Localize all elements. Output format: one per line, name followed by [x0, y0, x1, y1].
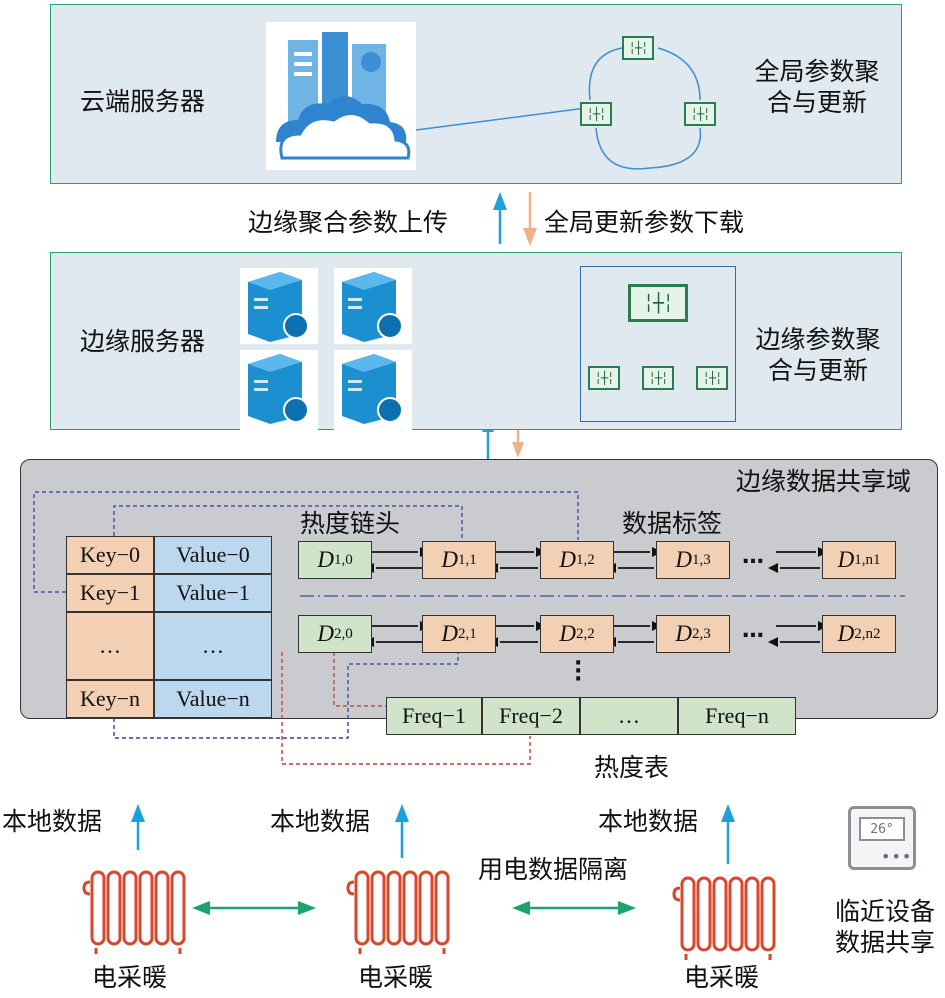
edge-server-title: 边缘服务器 — [80, 327, 206, 356]
heater-label-2: 电采暖 — [358, 963, 434, 992]
chain1-ellipsis: … — [742, 544, 764, 569]
edge-server-icon-1 — [240, 268, 318, 344]
global-aggregation-label: 全局参数聚 合与更新 — [742, 56, 892, 119]
chain2-node-0-sub: 2,0 — [333, 625, 353, 642]
global-aggregation-line2: 合与更新 — [766, 88, 867, 118]
chain2-node-1-sub: 2,1 — [457, 625, 477, 642]
edge-server-panel — [50, 252, 902, 430]
chain2-node-0-base: D — [317, 621, 334, 646]
data-tag-label: 数据标签 — [622, 509, 723, 538]
chain-head-label: 热度链头 — [300, 509, 401, 538]
edge-param-icon-main: ╎┼╎ — [628, 284, 688, 322]
edge-server-icon-4 — [334, 350, 412, 430]
freq-cell-1: Freq−1 — [386, 697, 482, 735]
global-param-icon-top: ╎┼╎ — [622, 36, 654, 60]
chain1-node-n-sub: 1,n1 — [854, 551, 881, 568]
edge-param-icon-1: ╎┼╎ — [588, 366, 620, 390]
kv-key-1: Key−1 — [66, 574, 154, 612]
freq-cell-n: Freq−n — [678, 697, 796, 735]
heater-icon-1 — [82, 862, 188, 958]
local-data-label-2: 本地数据 — [270, 807, 371, 836]
chain2-node-3-base: D — [675, 621, 692, 646]
kv-value-0: Value−0 — [154, 536, 272, 574]
chain1-node-n-base: D — [837, 547, 855, 572]
neighbor-sharing-line1: 临近设备 — [834, 897, 935, 926]
upload-label: 边缘聚合参数上传 — [248, 208, 449, 237]
global-param-icon-right: ╎┼╎ — [684, 102, 716, 126]
vertical-ellipsis: ··· — [574, 651, 583, 692]
kv-key-ellipsis: … — [66, 612, 154, 680]
kv-value-1: Value−1 — [154, 574, 272, 612]
edge-aggregation-label: 边缘参数聚 合与更新 — [738, 324, 898, 387]
chain1-node-1-base: D — [441, 547, 458, 572]
heater-label-1: 电采暖 — [92, 963, 168, 992]
global-aggregation-line1: 全局参数聚 — [754, 57, 880, 86]
chain2-node-n-sub: 2,n2 — [854, 625, 881, 642]
chain2-ellipsis: … — [742, 618, 764, 643]
chain1-node-0-base: D — [317, 547, 334, 572]
local-data-label-3: 本地数据 — [598, 807, 699, 836]
chain1-node-3-sub: 1,3 — [691, 551, 711, 568]
edge-server-icon-3 — [240, 350, 318, 430]
edge-aggregation-line1: 边缘参数聚 — [755, 325, 881, 354]
chain1-node-2-base: D — [559, 547, 576, 572]
chain2-node-2-base: D — [559, 621, 576, 646]
download-label: 全局更新参数下载 — [544, 208, 745, 237]
heater-label-3: 电采暖 — [684, 963, 760, 992]
heater-icon-2 — [346, 862, 452, 958]
freq-table-label: 热度表 — [594, 753, 670, 782]
cloud-server-icon — [266, 22, 416, 170]
thermostat-screen: 26° — [859, 817, 905, 841]
chain2-node-3-sub: 2,3 — [691, 625, 711, 642]
local-data-label-1: 本地数据 — [2, 807, 103, 836]
kv-value-ellipsis: … — [154, 612, 272, 680]
kv-key-0: Key−0 — [66, 536, 154, 574]
chain1-node-2-sub: 1,2 — [575, 551, 595, 568]
heater-icon-3 — [672, 868, 778, 964]
freq-cell-2: Freq−2 — [482, 697, 580, 735]
thermostat-reading: 26° — [870, 821, 894, 837]
edge-aggregation-line2: 合与更新 — [767, 356, 868, 386]
global-param-icon-left: ╎┼╎ — [580, 102, 612, 126]
edge-server-icon-2 — [334, 268, 412, 344]
chain2-node-n-base: D — [837, 621, 855, 646]
thermostat-icon: 26° ••• — [848, 806, 916, 870]
thermostat-dots: ••• — [881, 847, 913, 866]
kv-key-n: Key−n — [66, 680, 154, 718]
kv-value-n: Value−n — [154, 680, 272, 718]
chain1-node-1-sub: 1,1 — [457, 551, 477, 568]
cloud-server-panel — [50, 4, 902, 184]
freq-cell-ellipsis: … — [580, 697, 678, 735]
edge-param-icon-2: ╎┼╎ — [642, 366, 674, 390]
cloud-server-title: 云端服务器 — [80, 87, 206, 116]
neighbor-sharing-line2: 数据共享 — [834, 928, 935, 958]
isolation-label: 用电数据隔离 — [478, 855, 629, 884]
edge-param-icon-3: ╎┼╎ — [696, 366, 728, 390]
chain2-node-2-sub: 2,2 — [575, 625, 595, 642]
shared-domain-title: 边缘数据共享域 — [736, 467, 912, 496]
edge-aggregation-box — [580, 266, 736, 422]
chain1-node-3-base: D — [675, 547, 692, 572]
chain1-node-0-sub: 1,0 — [333, 551, 353, 568]
neighbor-sharing-label: 临近设备 数据共享 — [826, 896, 944, 959]
chain2-node-1-base: D — [441, 621, 458, 646]
